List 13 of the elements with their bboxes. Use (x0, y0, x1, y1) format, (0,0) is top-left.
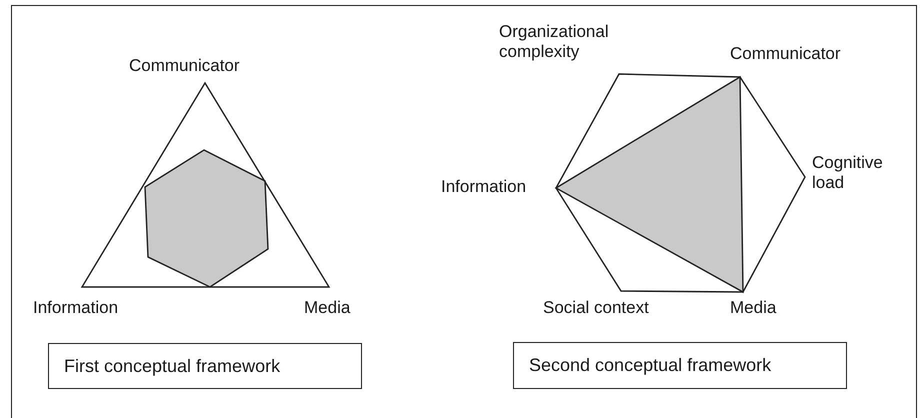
caption-box (513, 342, 847, 389)
vertex-label: Social context (543, 298, 649, 318)
caption-box (48, 343, 362, 389)
vertex-label: Information (33, 298, 118, 318)
caption-text: First conceptual framework (64, 356, 280, 376)
vertex-label: Media (730, 298, 776, 318)
vertex-label: Communicator (129, 56, 240, 76)
vertex-label: Organizational complexity (499, 22, 610, 62)
vertex-label: Information (441, 177, 526, 197)
vertex-label: Communicator (730, 44, 841, 64)
caption-text: Second conceptual framework (529, 355, 772, 376)
vertex-label: Media (304, 298, 350, 318)
vertex-label: Cognitive load (812, 153, 884, 193)
